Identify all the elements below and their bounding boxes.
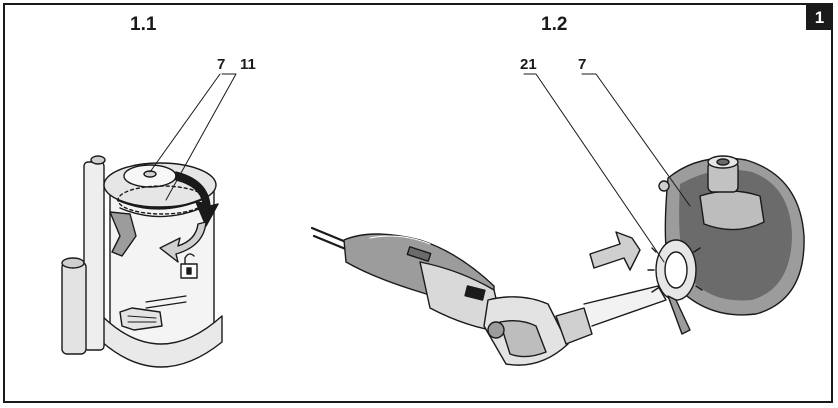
- callout-7-panel-1-2: 7: [578, 56, 587, 73]
- callout-21-panel-1-2: 21: [520, 56, 537, 73]
- angle-grinder: [310, 226, 667, 366]
- panel-1-2-title: 1.2: [541, 14, 568, 35]
- figure-frame: [3, 3, 833, 403]
- dust-hood-panel-1-2: [523, 73, 805, 335]
- callout-11-panel-1-1: 11: [240, 56, 256, 73]
- mount-direction-arrow: [589, 231, 641, 271]
- callout-7-panel-1-1: 7: [217, 56, 226, 73]
- dust-hood-assembly-panel-1-1: [61, 73, 237, 368]
- panel-1-1-title: 1.1: [130, 14, 157, 35]
- unlock-icon: [180, 253, 198, 279]
- figure-number-badge: 1: [806, 5, 833, 30]
